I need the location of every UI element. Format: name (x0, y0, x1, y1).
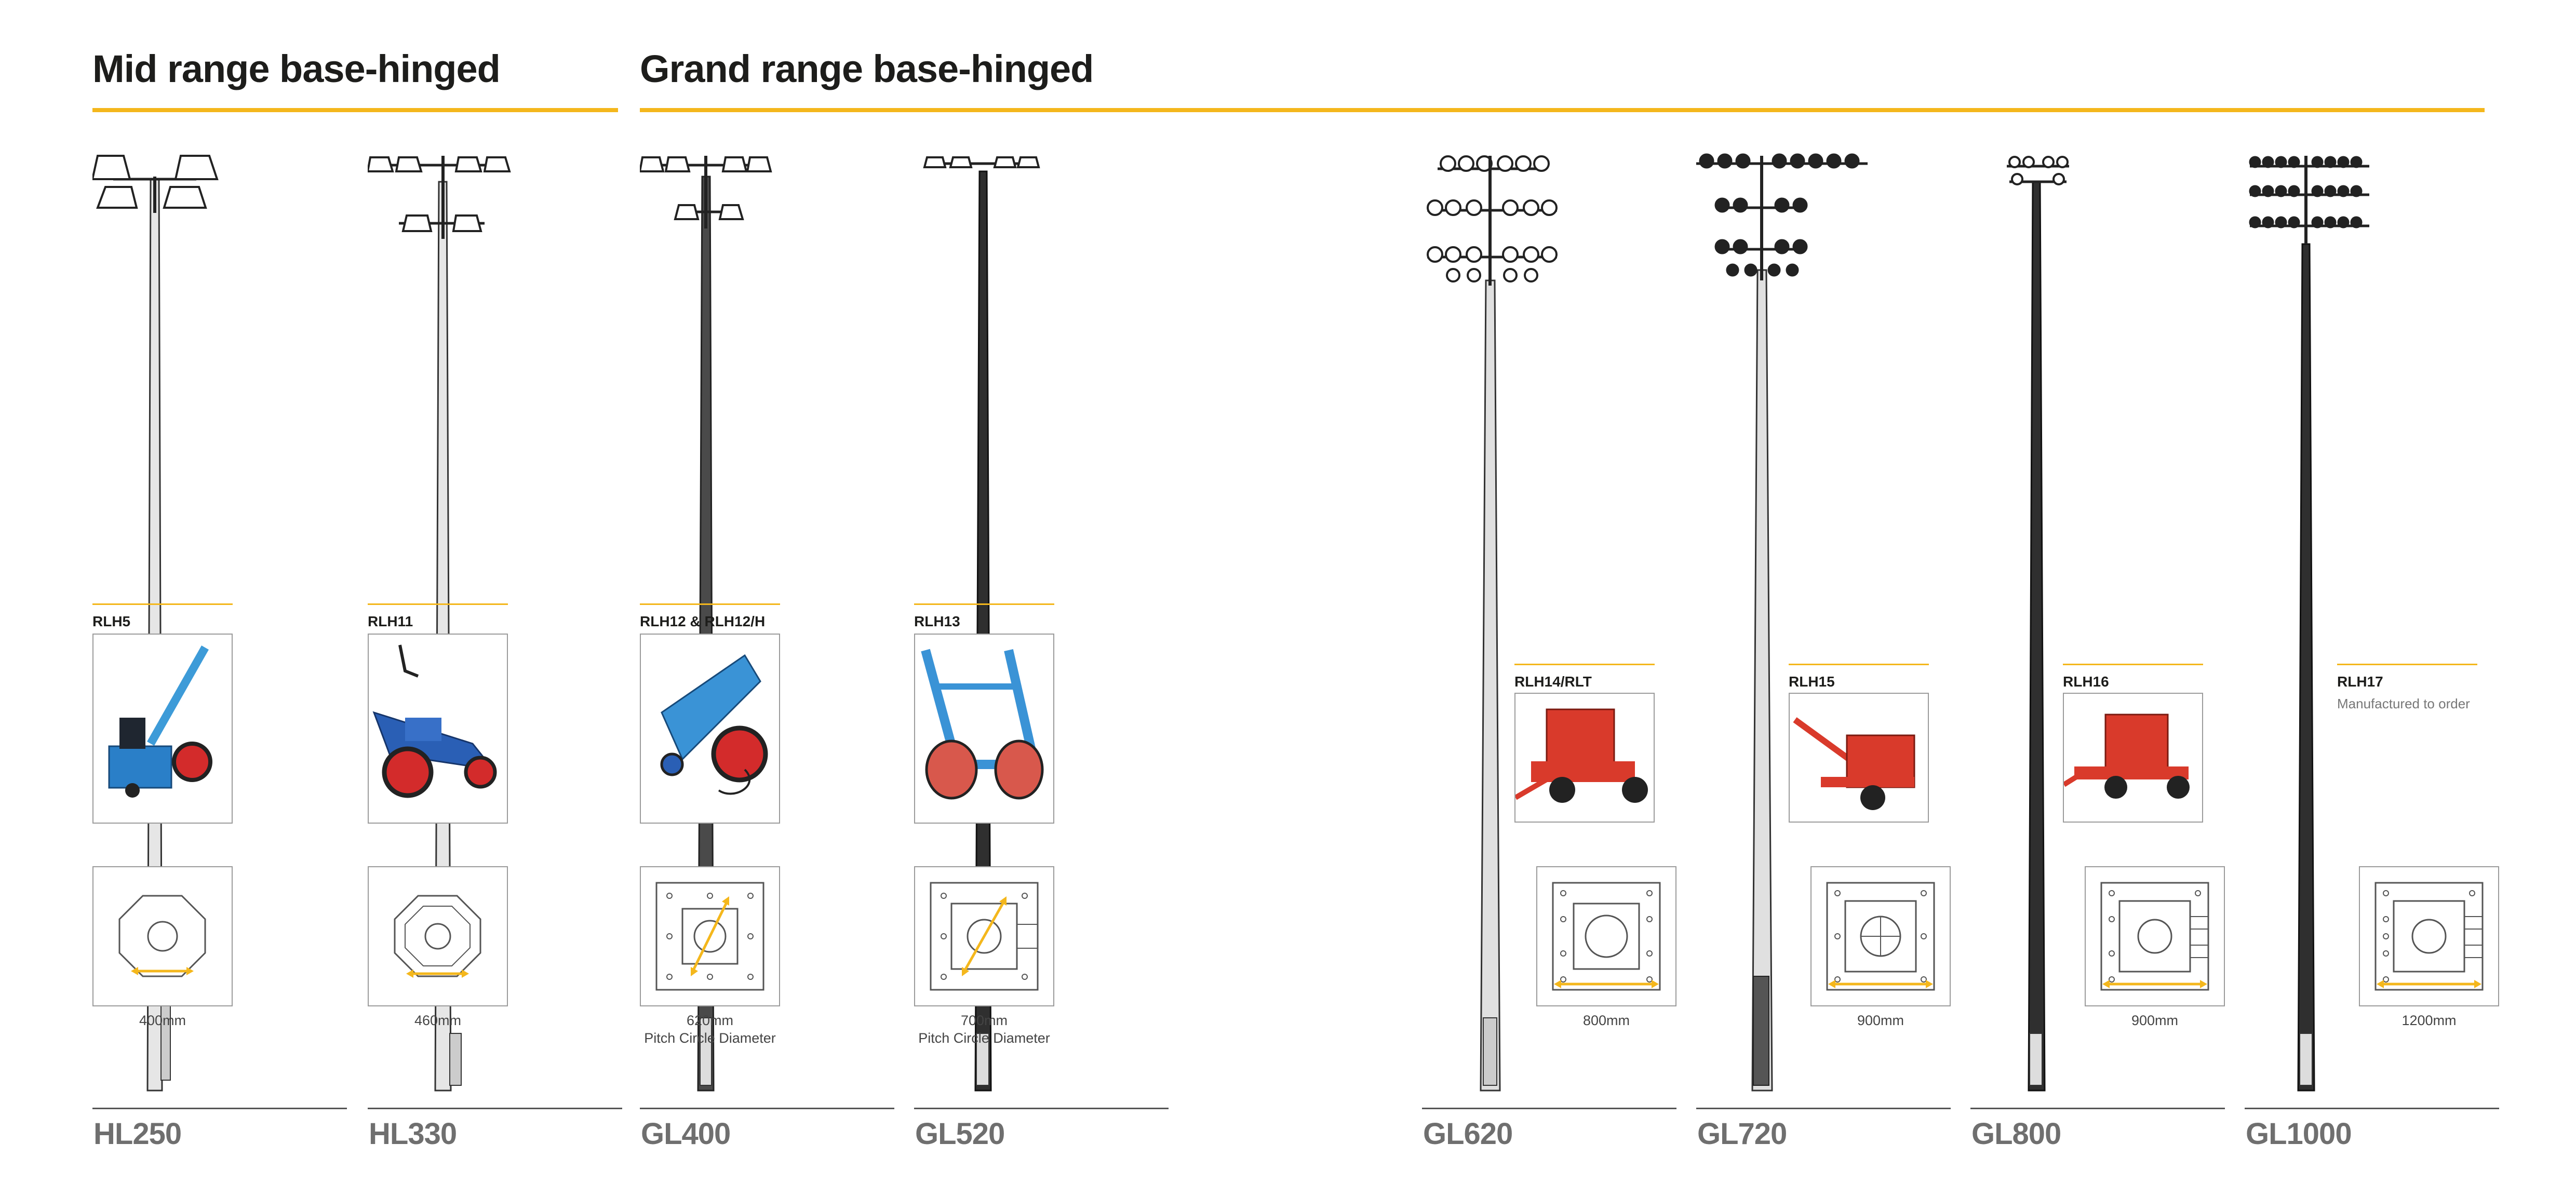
lowering-tool-photo (368, 634, 508, 824)
base-plate-diagram (2359, 866, 2499, 1006)
product-column-gl620: RLH14/RLT 800mm GL620 (1422, 0, 1692, 1184)
product-column-gl400: RLH12 & RLH12/H 620mm Pitch Circle Diame… (640, 0, 910, 1184)
tool-label: RLH13 (914, 603, 1054, 630)
mast-illustration (1427, 155, 1558, 1092)
base-dimension: 460mm (414, 1013, 462, 1028)
base-plate-diagram (1536, 866, 1676, 1006)
model-name: GL520 (915, 1117, 1005, 1151)
tool-label: RLH5 (92, 603, 233, 630)
tool-label: RLH15 (1789, 664, 1929, 690)
model-name: GL800 (1971, 1117, 2061, 1151)
base-plate-diagram (92, 866, 233, 1006)
model-name: GL720 (1697, 1117, 1787, 1151)
ground-line (1696, 1108, 1951, 1109)
base-plate-diagram (914, 866, 1054, 1006)
lowering-tool-photo (914, 634, 1054, 824)
base-dimension: 800mm (1582, 1013, 1630, 1028)
mast-illustration (2249, 156, 2369, 1092)
model-name: GL400 (641, 1117, 731, 1151)
product-column-gl720: RLH15 900mm GL720 (1696, 0, 1966, 1184)
base-plate-diagram (1810, 866, 1951, 1006)
base-dimension: 1200mm (2401, 1013, 2457, 1028)
ground-line (2245, 1108, 2499, 1109)
lowering-tool-photo (2063, 693, 2203, 823)
tool-label: RLH17 (2337, 664, 2477, 690)
model-name: GL620 (1423, 1117, 1513, 1151)
base-dimension-note: Pitch Circle Diameter (918, 1030, 1050, 1046)
base-plate-diagram (2085, 866, 2225, 1006)
tool-label: RLH16 (2063, 664, 2203, 690)
product-column-hl250: RLH5 400mm HL250 (92, 0, 363, 1184)
base-dimension: 700mm (960, 1013, 1008, 1028)
base-dimension: 900mm (2131, 1013, 2179, 1028)
lowering-tool-photo (1789, 693, 1929, 823)
tool-label: RLH11 (368, 603, 508, 630)
ground-line (914, 1108, 1169, 1109)
mast-illustration (923, 156, 1040, 1092)
base-dimension: 400mm (139, 1013, 186, 1028)
section-rule-grand-range (640, 108, 2485, 112)
lowering-tool-photo (92, 634, 233, 824)
base-dimension: 620mm (686, 1013, 734, 1028)
base-plate-diagram (640, 866, 780, 1006)
ground-line (1970, 1108, 2225, 1109)
base-dimension: 900mm (1857, 1013, 1904, 1028)
tool-label: RLH12 & RLH12/H (640, 603, 780, 630)
mast-illustration (1696, 153, 1868, 1092)
model-name: HL250 (93, 1117, 182, 1151)
lowering-tool-photo (640, 634, 780, 824)
tool-label: RLH14/RLT (1514, 664, 1655, 690)
mast-illustration (2007, 156, 2069, 1092)
base-plate-diagram (368, 866, 508, 1006)
base-dimension-note: Pitch Circle Diameter (644, 1030, 776, 1046)
section-title-grand-range: Grand range base-hinged (640, 47, 1094, 90)
ground-line (368, 1108, 622, 1109)
ground-line (92, 1108, 347, 1109)
product-column-gl800: RLH16 900mm GL800 (1970, 0, 2240, 1184)
product-column-gl1000: RLH17 Manufactured to order 1200mm GL100… (2245, 0, 2515, 1184)
lowering-tool-photo (1514, 693, 1655, 823)
model-name: HL330 (369, 1117, 457, 1151)
ground-line (1422, 1108, 1676, 1109)
product-column-gl520: RLH13 700mm Pitch Circle Diameter GL520 (914, 0, 1184, 1184)
ground-line (640, 1108, 894, 1109)
section-title-mid-range: Mid range base-hinged (92, 47, 501, 90)
product-column-hl330: RLH11 460mm HL330 (368, 0, 638, 1184)
model-name: GL1000 (2246, 1117, 2352, 1151)
section-rule-mid-range (92, 108, 618, 112)
tool-availability-note: Manufactured to order (2337, 696, 2470, 711)
